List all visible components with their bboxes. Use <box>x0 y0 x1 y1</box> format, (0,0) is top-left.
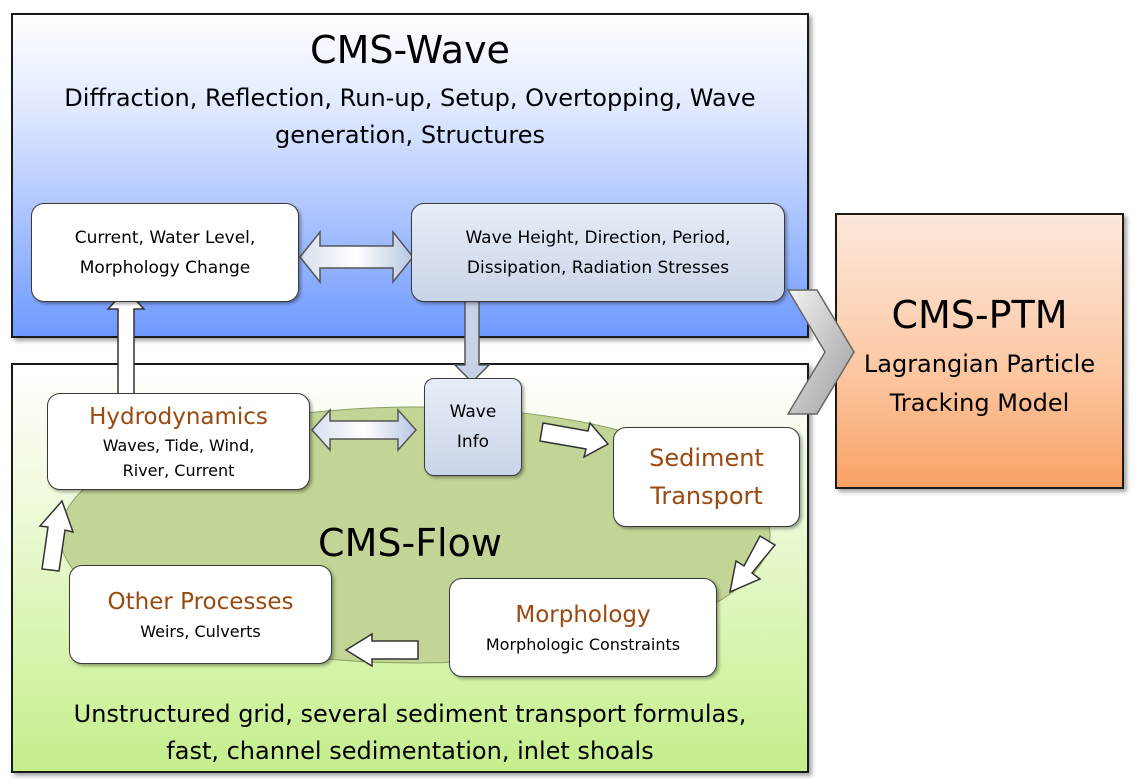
sediment-line2: Transport <box>650 482 763 510</box>
sediment-line1: Sediment <box>649 444 764 472</box>
arrow-down-to-wave-info <box>453 288 491 384</box>
cms-flow-title: CMS-Flow <box>318 521 502 565</box>
cms-ptm-title: CMS-PTM <box>891 293 1068 337</box>
cms-wave-subtitle-line1: Diffraction, Reflection, Run-up, Setup, … <box>64 84 756 112</box>
sediment-transport-box: Sediment Transport <box>613 427 800 527</box>
wave-info-box: Wave Info <box>424 378 522 476</box>
hydrodynamics-box: Hydrodynamics Waves, Tide, Wind, River, … <box>47 393 310 490</box>
morphology-title: Morphology <box>515 601 651 628</box>
double-arrow-hydro-waveinfo <box>310 408 418 452</box>
arrow-waveinfo-to-sediment <box>539 421 610 459</box>
cms-wave-subtitle-line2: generation, Structures <box>275 121 545 149</box>
wave-box-line2: Dissipation, Radiation Stresses <box>466 257 730 278</box>
current-box-line1: Current, Water Level, <box>74 227 256 248</box>
wave-box-line1: Wave Height, Direction, Period, <box>465 227 731 248</box>
cms-flow-footer-line1: Unstructured grid, several sediment tran… <box>73 700 747 728</box>
current-box-line2: Morphology Change <box>79 257 251 278</box>
arrow-up-to-current <box>106 288 146 396</box>
cms-ptm-line1: Lagrangian Particle <box>863 350 1096 378</box>
hydrodynamics-line2: River, Current <box>122 460 235 480</box>
arrow-sediment-to-morphology <box>728 534 777 594</box>
other-processes-box: Other Processes Weirs, Culverts <box>69 565 332 664</box>
hydrodynamics-line1: Waves, Tide, Wind, <box>102 435 255 455</box>
cms-ptm-panel <box>835 213 1124 489</box>
other-processes-title: Other Processes <box>107 588 294 615</box>
other-processes-sub: Weirs, Culverts <box>140 621 261 641</box>
wave-info-line1: Wave <box>449 402 497 422</box>
wave-height-box: Wave Height, Direction, Period, Dissipat… <box>411 203 785 302</box>
cms-flow-footer-line2: fast, channel sedimentation, inlet shoal… <box>166 737 654 765</box>
current-water-level-box: Current, Water Level, Morphology Change <box>31 203 299 302</box>
morphology-sub: Morphologic Constraints <box>485 634 681 654</box>
cms-ptm-line2: Tracking Model <box>889 389 1070 417</box>
double-arrow-current-wave <box>299 229 414 285</box>
hydrodynamics-title: Hydrodynamics <box>89 403 268 430</box>
morphology-box: Morphology Morphologic Constraints <box>449 578 717 677</box>
arrow-other-to-hydro <box>38 499 75 572</box>
cms-wave-title: CMS-Wave <box>310 28 510 72</box>
chevron-to-ptm <box>786 289 855 415</box>
arrow-morphology-to-other <box>344 632 419 668</box>
wave-info-line2: Info <box>456 432 490 452</box>
